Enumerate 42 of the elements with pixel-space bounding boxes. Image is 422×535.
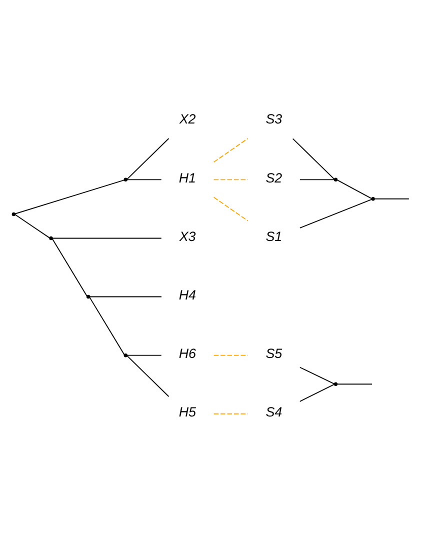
node-point bbox=[124, 178, 128, 182]
connector bbox=[213, 196, 248, 222]
connector bbox=[337, 180, 372, 199]
node-text: S3 bbox=[266, 112, 282, 127]
node-point bbox=[86, 294, 90, 299]
connector bbox=[213, 138, 248, 163]
connector bbox=[374, 198, 410, 200]
connector bbox=[213, 179, 248, 180]
connector bbox=[292, 138, 335, 180]
node-text: H1 bbox=[178, 170, 196, 186]
connector bbox=[14, 180, 125, 214]
node-point bbox=[12, 212, 16, 216]
node-text: S5 bbox=[266, 346, 282, 361]
connector bbox=[299, 198, 372, 228]
node-text: X3 bbox=[179, 228, 196, 244]
node-text: S2 bbox=[266, 170, 282, 186]
connector bbox=[52, 238, 162, 239]
node-point bbox=[124, 353, 128, 358]
node-text: X2 bbox=[179, 112, 196, 127]
node-text: H6 bbox=[178, 346, 196, 361]
node-text: S1 bbox=[266, 228, 282, 244]
connector bbox=[126, 138, 170, 180]
connector bbox=[299, 366, 335, 384]
node-text: H4 bbox=[178, 287, 196, 302]
node-point bbox=[371, 197, 375, 201]
node-point bbox=[334, 178, 338, 182]
connector bbox=[14, 214, 50, 238]
connector bbox=[213, 354, 248, 356]
connector bbox=[89, 296, 162, 298]
connector bbox=[213, 413, 248, 414]
node-point bbox=[49, 236, 53, 240]
connector bbox=[89, 296, 125, 356]
connector bbox=[52, 238, 88, 297]
connector bbox=[126, 355, 170, 397]
node-text: S4 bbox=[266, 404, 282, 420]
connector bbox=[126, 179, 162, 180]
connector bbox=[337, 384, 372, 385]
connector bbox=[299, 179, 335, 180]
connector bbox=[299, 384, 335, 402]
node-point bbox=[334, 382, 338, 386]
connector bbox=[126, 354, 162, 356]
node-text: H5 bbox=[178, 404, 196, 420]
